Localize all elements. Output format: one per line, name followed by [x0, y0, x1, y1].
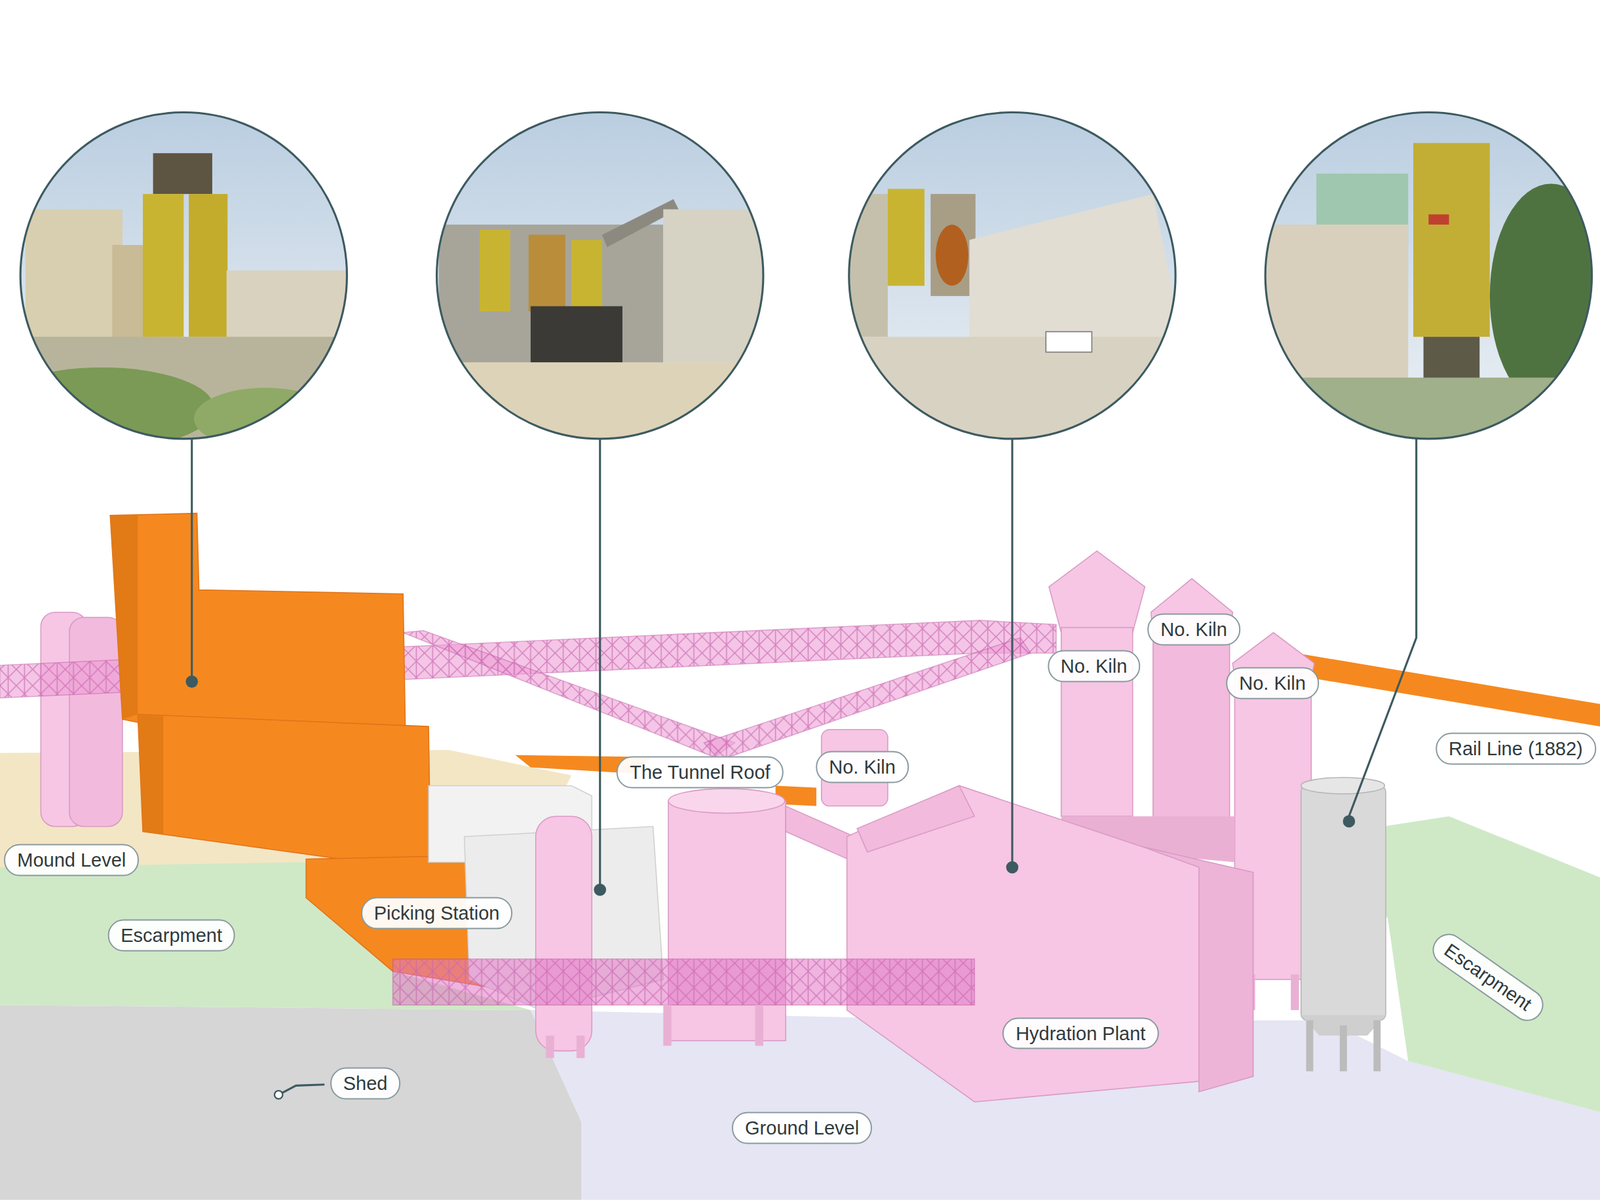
area-label: No. Kiln [1147, 613, 1241, 647]
photo-frames [20, 112, 1592, 439]
area-label: Rail Line (1882) [1435, 733, 1597, 766]
leader-lines [191, 438, 1417, 1095]
area-label: No. Kiln [1047, 650, 1141, 683]
rail-line [1295, 653, 1600, 727]
leader-dots [185, 675, 1355, 896]
photo-4 [1263, 107, 1600, 445]
pink-structures [535, 551, 1315, 1103]
silos [40, 612, 123, 827]
photo-3 [847, 107, 1184, 445]
area-label: Hydration Plant [1002, 1017, 1159, 1050]
area-label: Ground Level [731, 1112, 873, 1145]
area-label: Escarpment [107, 919, 236, 953]
area-label: Mound Level [3, 843, 139, 877]
area-label: Shed [330, 1067, 401, 1101]
photo-1 [0, 107, 352, 450]
lower-conveyor [393, 959, 975, 1046]
area-label: Escarpment [1426, 927, 1550, 1028]
grey-silo [1301, 777, 1386, 1072]
area-label: No. Kiln [1225, 667, 1319, 700]
photo-2 [433, 107, 771, 445]
leader-dot [274, 1090, 283, 1099]
area-label: The Tunnel Roof [616, 756, 783, 789]
area-label: No. Kiln [815, 751, 909, 784]
area-label: Picking Station [361, 896, 514, 930]
